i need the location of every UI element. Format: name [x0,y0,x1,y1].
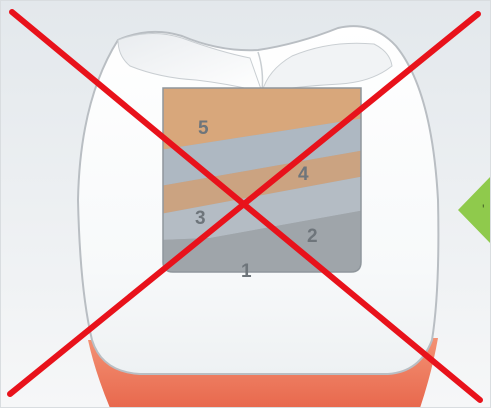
layer-label-1: 1 [241,261,252,282]
layer-label-4: 4 [298,164,309,185]
layer-label-2: 2 [307,226,318,247]
layer-label-3: 3 [195,208,206,229]
layer-label-5: 5 [198,118,209,139]
arrow-tick-mark: ' [482,201,485,217]
